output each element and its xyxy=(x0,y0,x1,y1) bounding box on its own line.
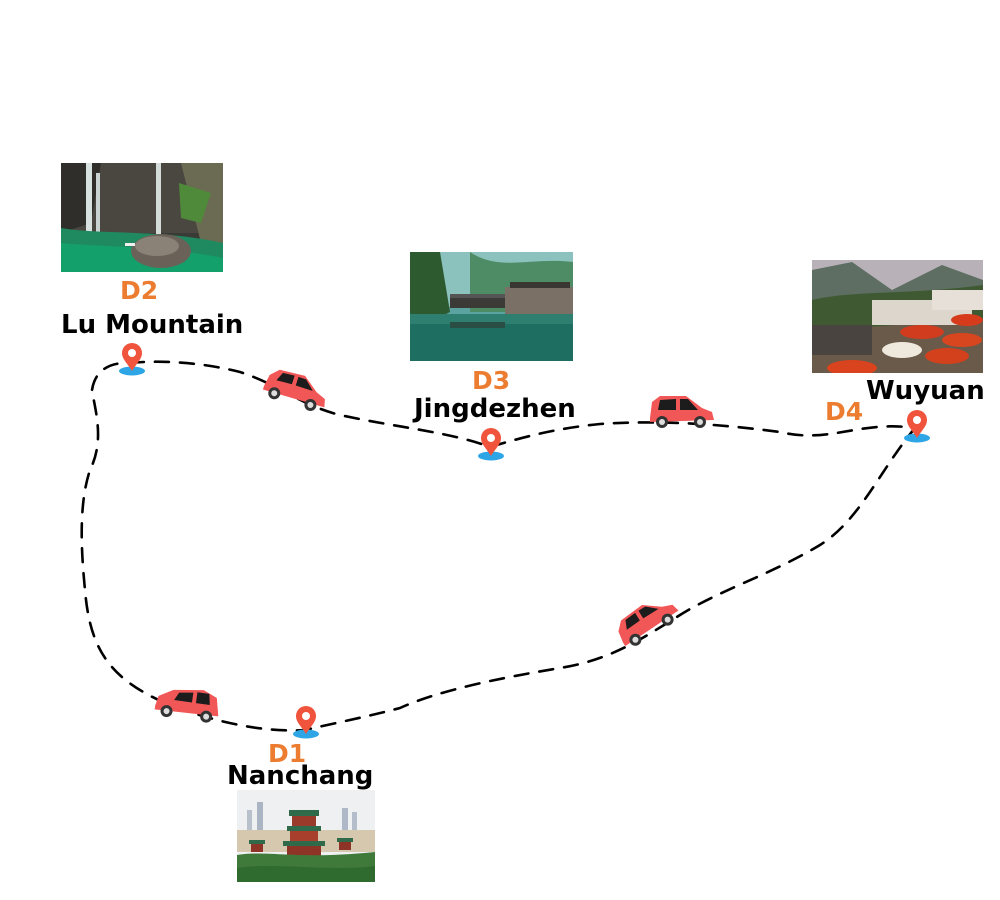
jingdezhen-photo xyxy=(410,252,573,361)
place-label-lu-mountain[interactable]: Lu Mountain xyxy=(61,310,244,340)
map-pin-icon[interactable] xyxy=(291,705,321,741)
car-icon xyxy=(650,396,714,428)
place-label-jingdezhen[interactable]: Jingdezhen xyxy=(414,394,576,424)
lu-mountain-photo xyxy=(61,163,223,272)
wuyuan-photo xyxy=(812,260,983,373)
day-label-d4: D4 xyxy=(825,397,864,426)
car-icon xyxy=(154,689,219,723)
day-label-d3: D3 xyxy=(472,366,511,395)
nanchang-photo xyxy=(237,790,375,882)
map-pin-icon[interactable] xyxy=(902,409,932,445)
car-icon xyxy=(262,369,325,411)
place-label-wuyuan[interactable]: Wuyuan xyxy=(866,376,985,406)
car-icon xyxy=(618,604,679,647)
day-label-d1: D1 xyxy=(268,739,307,768)
map-pin-icon[interactable] xyxy=(117,342,147,378)
day-label-d2: D2 xyxy=(120,276,159,305)
map-pin-icon[interactable] xyxy=(476,427,506,463)
place-label-nanchang[interactable]: Nanchang xyxy=(227,761,374,791)
